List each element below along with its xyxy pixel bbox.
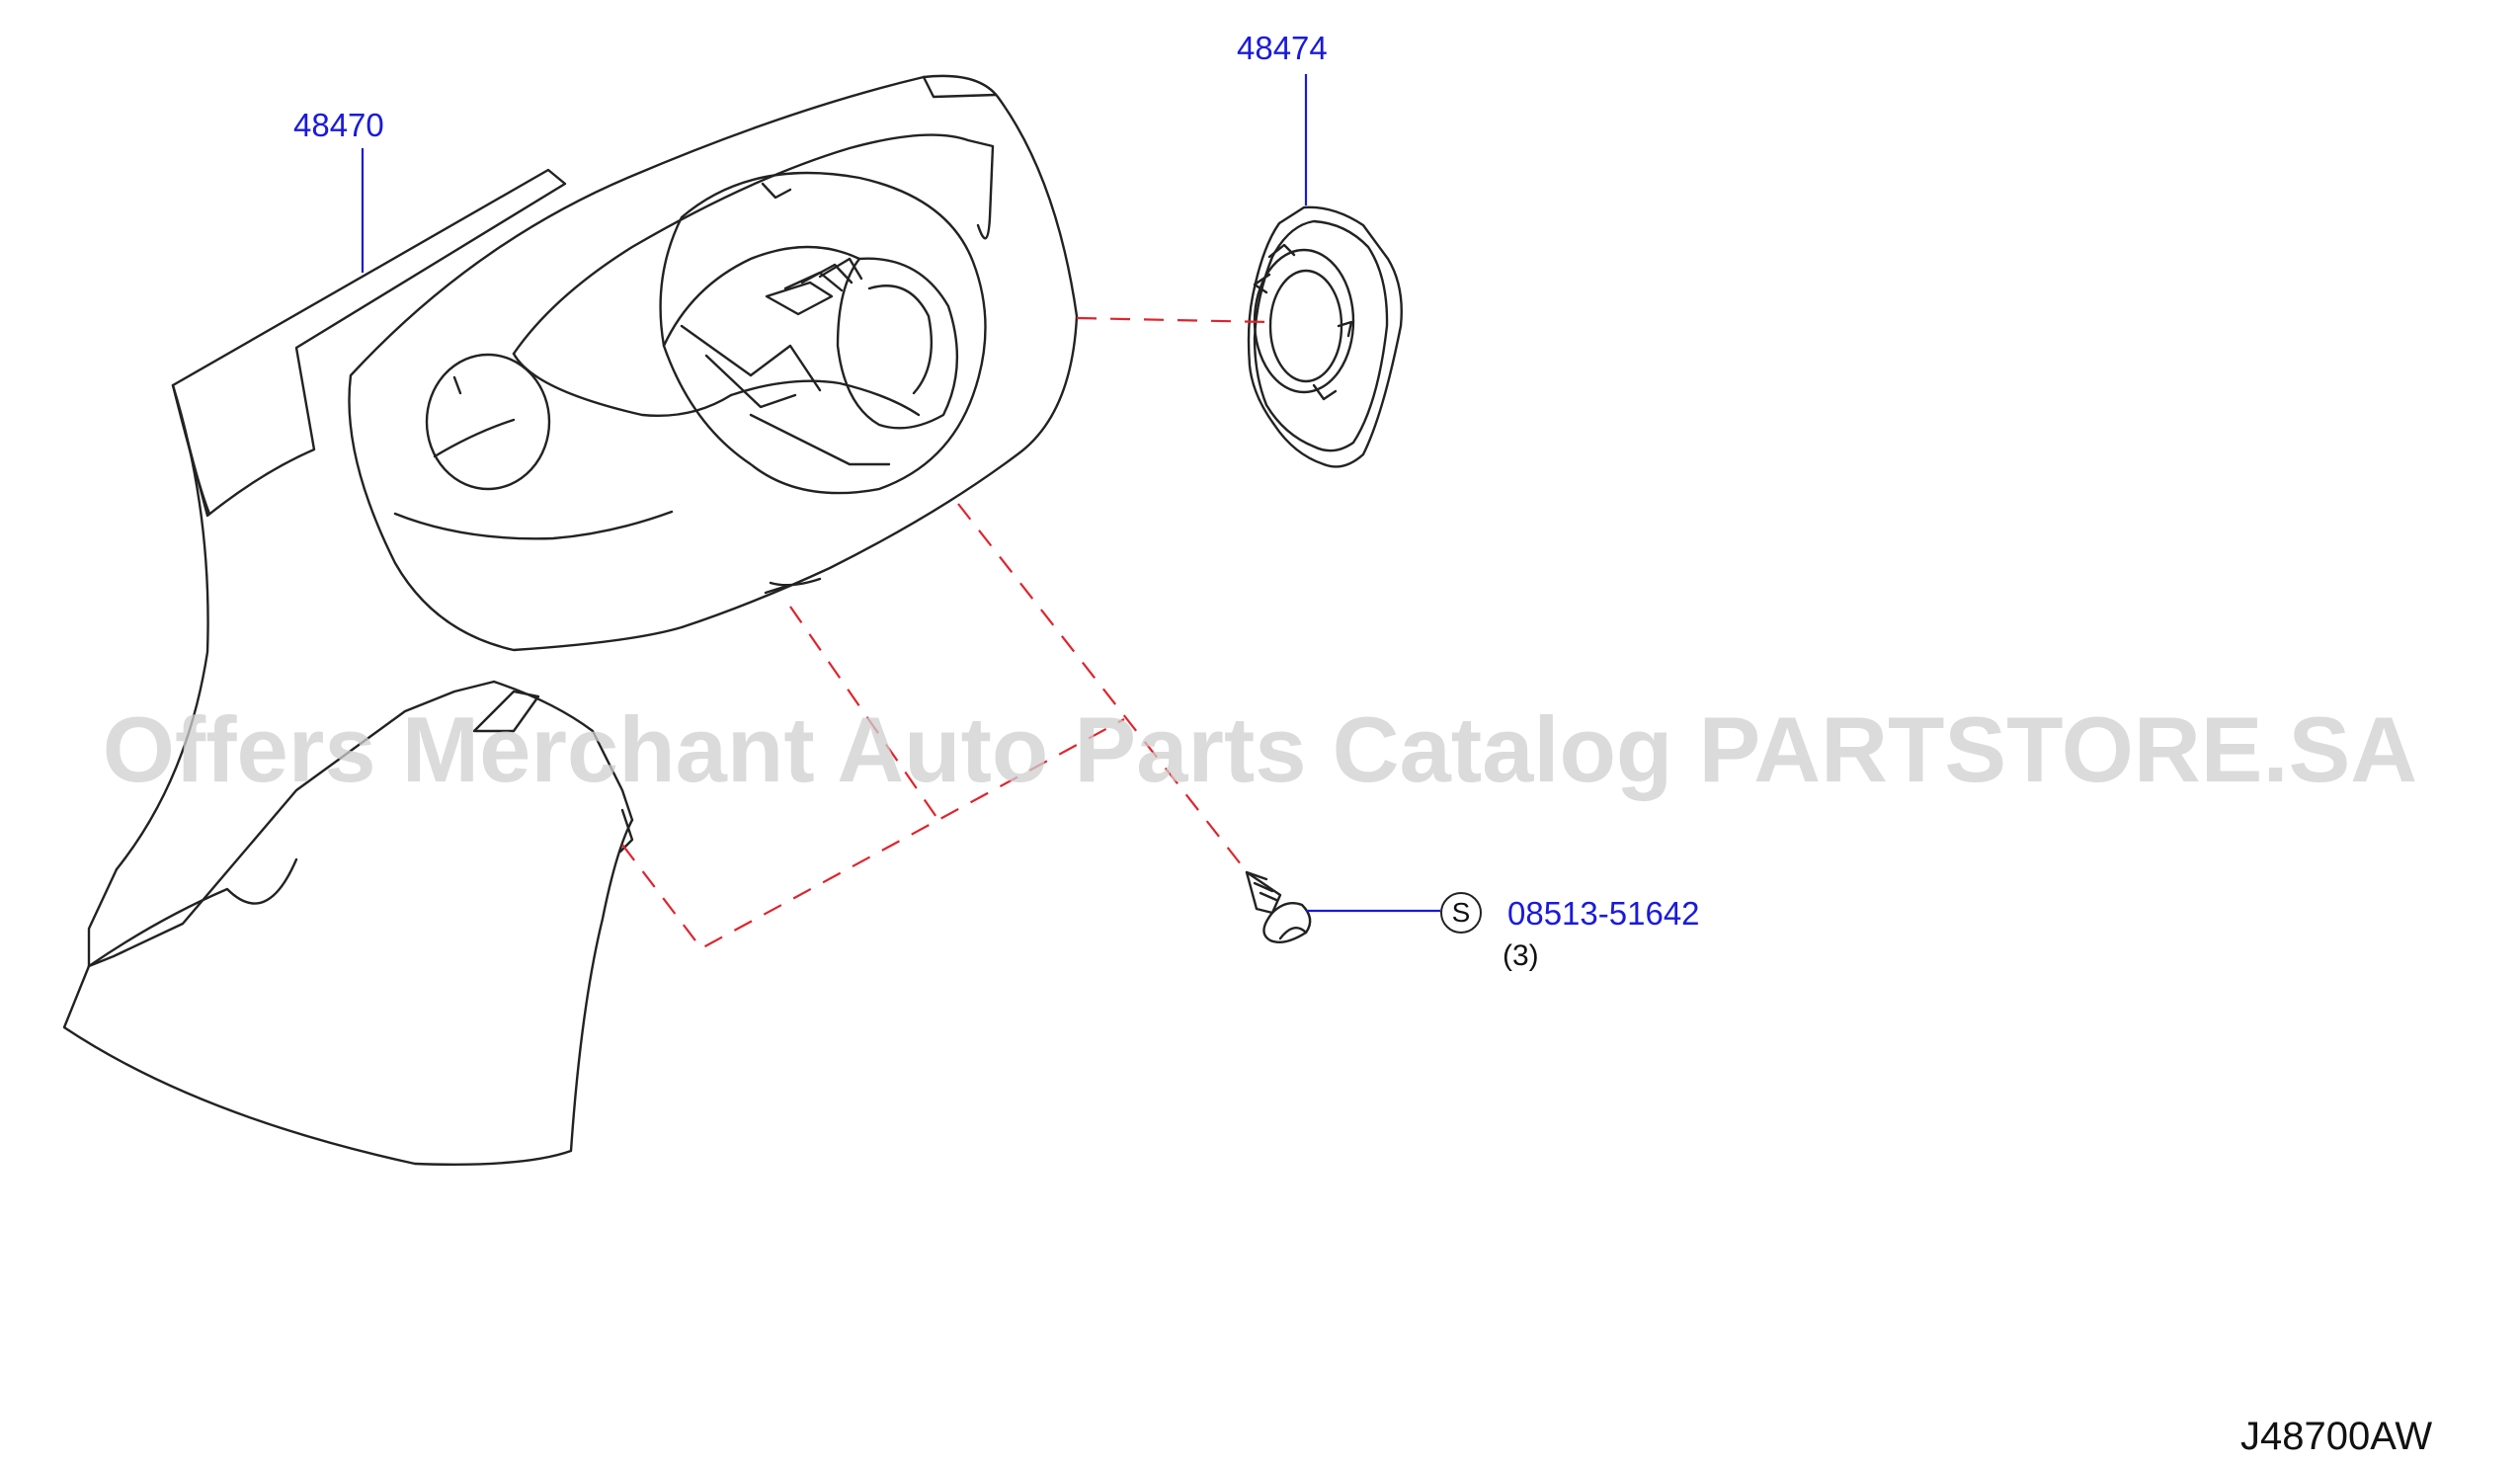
- guide-lower-b: [621, 718, 1125, 950]
- guide-bezel: [1076, 316, 1270, 324]
- leader-lines: [361, 74, 1440, 913]
- part-label-48474[interactable]: 48474: [1237, 30, 1328, 66]
- s-symbol-icon: S: [1440, 892, 1482, 934]
- part-label-08513-51642[interactable]: 08513-51642: [1507, 895, 1700, 932]
- diagram-code: J48700AW: [2240, 1415, 2433, 1458]
- screw-part: [1245, 870, 1312, 943]
- guide-screw-top: [957, 503, 1246, 870]
- bezel-part: [1247, 205, 1403, 468]
- guide-lower-a: [789, 606, 939, 821]
- column-cover-part: [62, 74, 1079, 1166]
- part-label-48470[interactable]: 48470: [293, 107, 384, 143]
- part-quantity-08513-51642: (3): [1503, 939, 1539, 972]
- assembly-guides: [621, 316, 1270, 950]
